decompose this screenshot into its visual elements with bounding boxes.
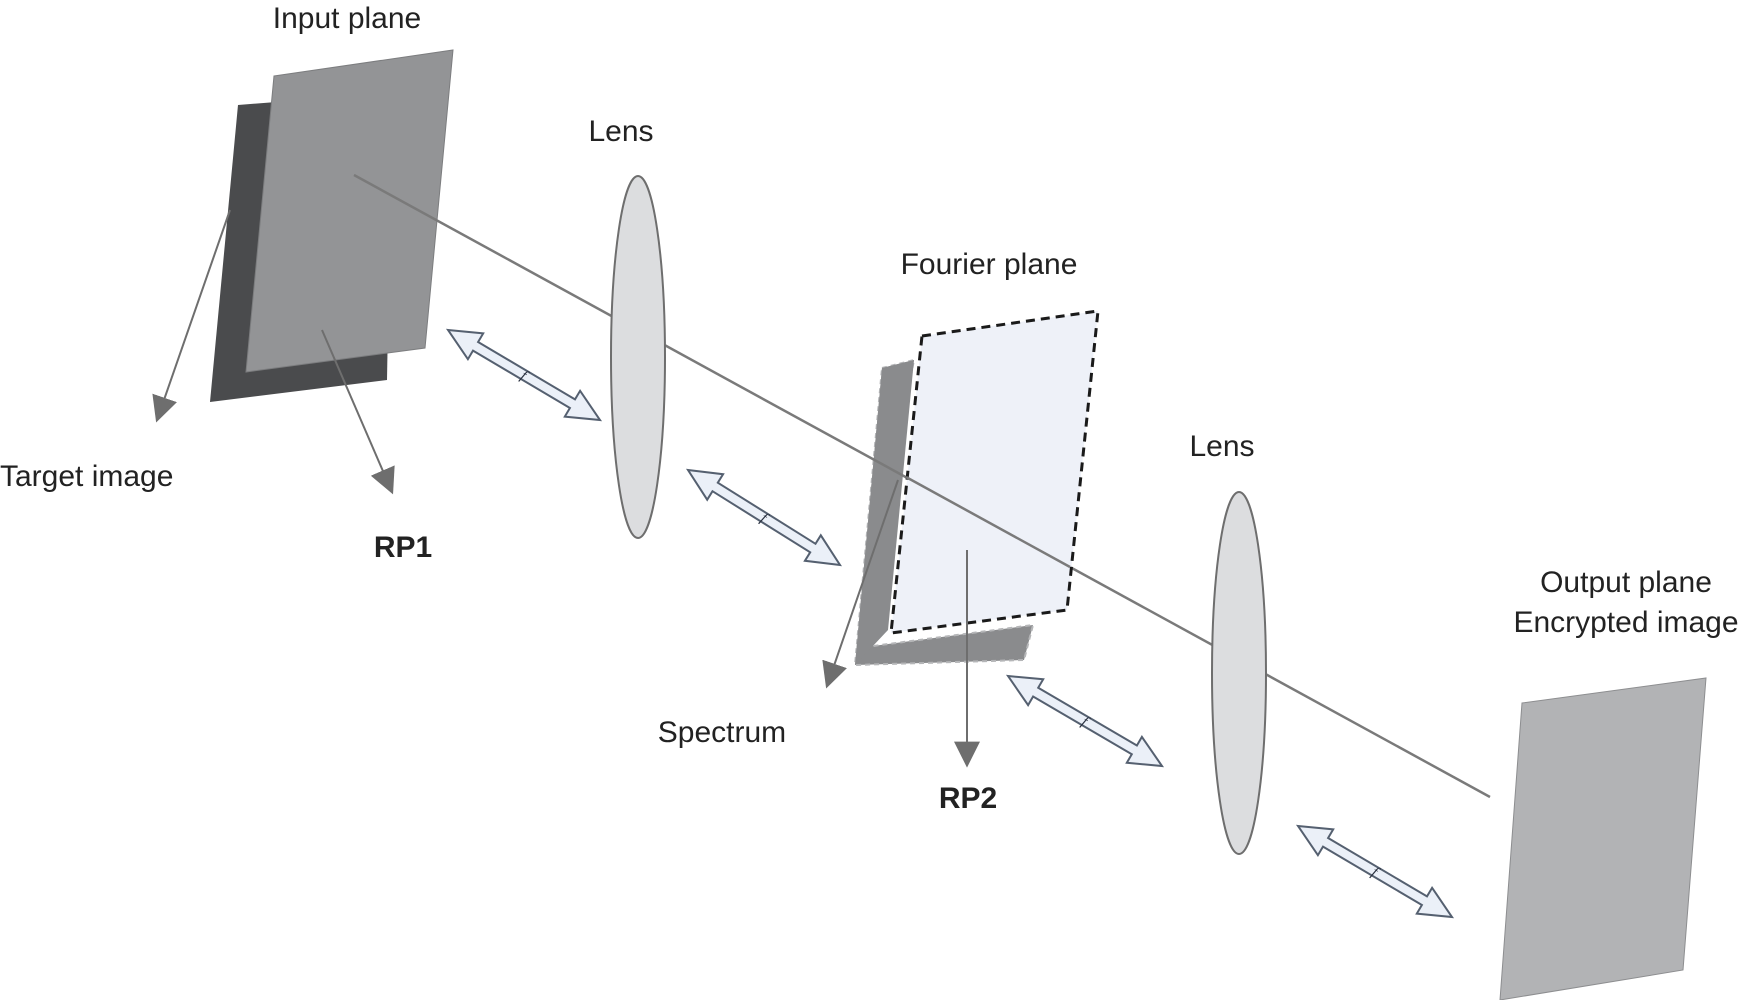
distance-arrow: [1295, 824, 1455, 919]
rp1-plane: [245, 49, 454, 373]
input-plane-label: Input plane: [273, 2, 421, 35]
distance-arrow: [1005, 674, 1165, 768]
optical-axis-through-fourier: [905, 475, 1071, 569]
lens-2: [1211, 491, 1267, 855]
target-image-label: Target image: [0, 460, 173, 493]
rp2-label: RP2: [939, 782, 997, 815]
spectrum-arrow: [822, 479, 899, 689]
rp1-arrow: [321, 329, 395, 495]
spectrum-plane: [853, 358, 1035, 667]
spectrum-label: Spectrum: [658, 716, 786, 749]
rp1-label: RP1: [374, 531, 432, 564]
distance-arrow: [686, 468, 842, 567]
lens-1: [610, 175, 666, 539]
fourier-plane: [889, 309, 1100, 635]
output-plane-label: Output plane: [1540, 566, 1712, 599]
encrypted-image-label: Encrypted image: [1513, 606, 1738, 639]
lens-2-label: Lens: [1189, 430, 1254, 463]
lens-1-label: Lens: [588, 115, 653, 148]
output-plane: [1499, 677, 1707, 1000]
distance-arrow: [445, 328, 603, 422]
spectrum-plane-left: [855, 360, 914, 665]
target-image-arrow: [152, 209, 231, 423]
fourier-plane-label: Fourier plane: [901, 248, 1078, 281]
